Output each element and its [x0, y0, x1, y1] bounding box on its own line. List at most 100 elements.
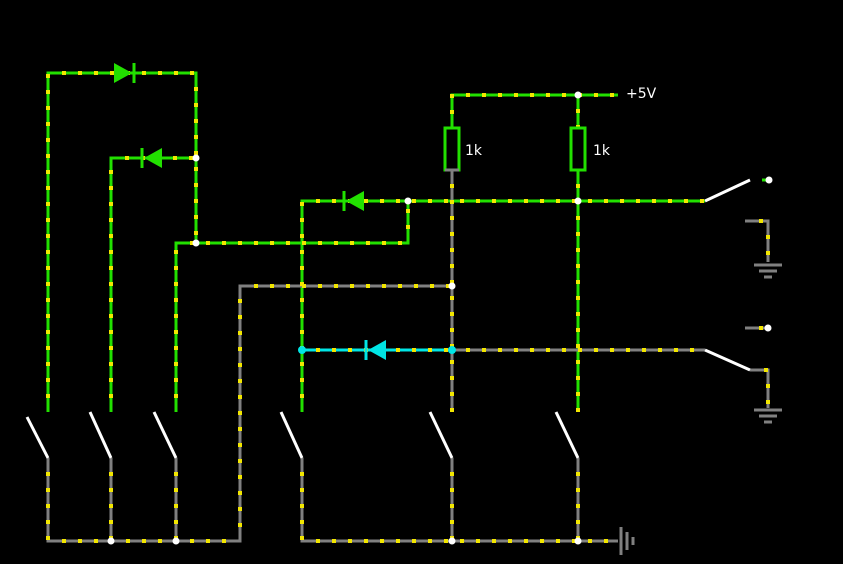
- current-dot: [238, 299, 242, 303]
- current-dot: [576, 248, 580, 252]
- current-dot: [194, 231, 198, 235]
- current-dot: [190, 71, 194, 75]
- current-dot: [174, 330, 178, 334]
- current-dot: [572, 539, 576, 543]
- current-dot: [576, 392, 580, 396]
- current-dot: [46, 346, 50, 350]
- resistor-2-label: 1k: [593, 143, 611, 159]
- current-dot: [450, 110, 454, 114]
- current-dot: [396, 199, 400, 203]
- current-dot: [530, 93, 534, 97]
- current-dot: [300, 394, 304, 398]
- current-dot: [302, 241, 306, 245]
- current-dot: [576, 216, 580, 220]
- current-dot: [194, 87, 198, 91]
- current-dot: [174, 394, 178, 398]
- current-dot: [576, 280, 580, 284]
- current-dot: [450, 472, 454, 476]
- current-dot: [396, 539, 400, 543]
- current-dot: [46, 472, 50, 476]
- current-dot: [576, 520, 580, 524]
- current-dot: [300, 472, 304, 476]
- current-dot: [300, 250, 304, 254]
- current-dot: [450, 184, 454, 188]
- current-dot: [460, 199, 464, 203]
- current-dot: [94, 71, 98, 75]
- current-dot: [194, 215, 198, 219]
- current-dot: [652, 199, 656, 203]
- current-dot: [46, 520, 50, 524]
- current-dot: [540, 199, 544, 203]
- current-dot: [450, 360, 454, 364]
- current-dot: [576, 504, 580, 508]
- current-dot: [109, 504, 113, 508]
- current-dot: [412, 539, 416, 543]
- current-dot: [576, 472, 580, 476]
- current-dot: [109, 250, 113, 254]
- current-dot: [396, 348, 400, 352]
- current-dot: [46, 186, 50, 190]
- current-dot: [556, 199, 560, 203]
- current-dot: [190, 241, 194, 245]
- current-dot: [46, 362, 50, 366]
- current-dot: [46, 504, 50, 508]
- current-dot: [610, 93, 614, 97]
- current-dot: [576, 109, 580, 113]
- current-dot: [238, 379, 242, 383]
- current-dot: [109, 394, 113, 398]
- current-dot: [46, 218, 50, 222]
- current-dot: [508, 199, 512, 203]
- current-dot: [594, 93, 598, 97]
- current-dot: [109, 330, 113, 334]
- current-dot: [700, 199, 704, 203]
- current-dot: [46, 314, 50, 318]
- current-dot: [610, 348, 614, 352]
- diode-body: [346, 191, 364, 211]
- current-dot: [109, 202, 113, 206]
- current-dot: [530, 348, 534, 352]
- current-dot: [576, 232, 580, 236]
- ground-1: [754, 263, 782, 279]
- current-dot: [482, 93, 486, 97]
- current-dot: [78, 71, 82, 75]
- current-dot: [109, 298, 113, 302]
- junction-node: [448, 282, 456, 290]
- current-dot: [142, 539, 146, 543]
- current-dot: [174, 266, 178, 270]
- current-dot: [194, 135, 198, 139]
- current-dot: [238, 523, 242, 527]
- current-dot: [254, 241, 258, 245]
- current-dot: [492, 199, 496, 203]
- current-dot: [524, 199, 528, 203]
- current-dot: [300, 520, 304, 524]
- current-dot: [238, 331, 242, 335]
- current-dot: [476, 539, 480, 543]
- current-dot: [109, 346, 113, 350]
- current-dot: [576, 328, 580, 332]
- current-dot: [190, 539, 194, 543]
- current-dot: [238, 315, 242, 319]
- current-dot: [300, 504, 304, 508]
- current-dot: [206, 539, 210, 543]
- current-dot: [254, 284, 258, 288]
- current-dot: [382, 241, 386, 245]
- current-dot: [109, 266, 113, 270]
- current-dot: [620, 199, 624, 203]
- diode-top: [114, 63, 136, 83]
- current-dot: [238, 443, 242, 447]
- current-dot: [446, 284, 450, 288]
- current-dot: [300, 218, 304, 222]
- ground-2: [754, 408, 782, 424]
- current-dot: [318, 284, 322, 288]
- current-dot: [759, 326, 763, 330]
- current-dot: [189, 156, 193, 160]
- current-dot: [576, 312, 580, 316]
- current-dot: [348, 539, 352, 543]
- current-dot: [428, 199, 432, 203]
- junction-node: [765, 176, 773, 184]
- current-dot: [174, 472, 178, 476]
- current-dot: [508, 539, 512, 543]
- current-dot: [46, 250, 50, 254]
- current-dot: [286, 241, 290, 245]
- current-dot: [110, 71, 114, 75]
